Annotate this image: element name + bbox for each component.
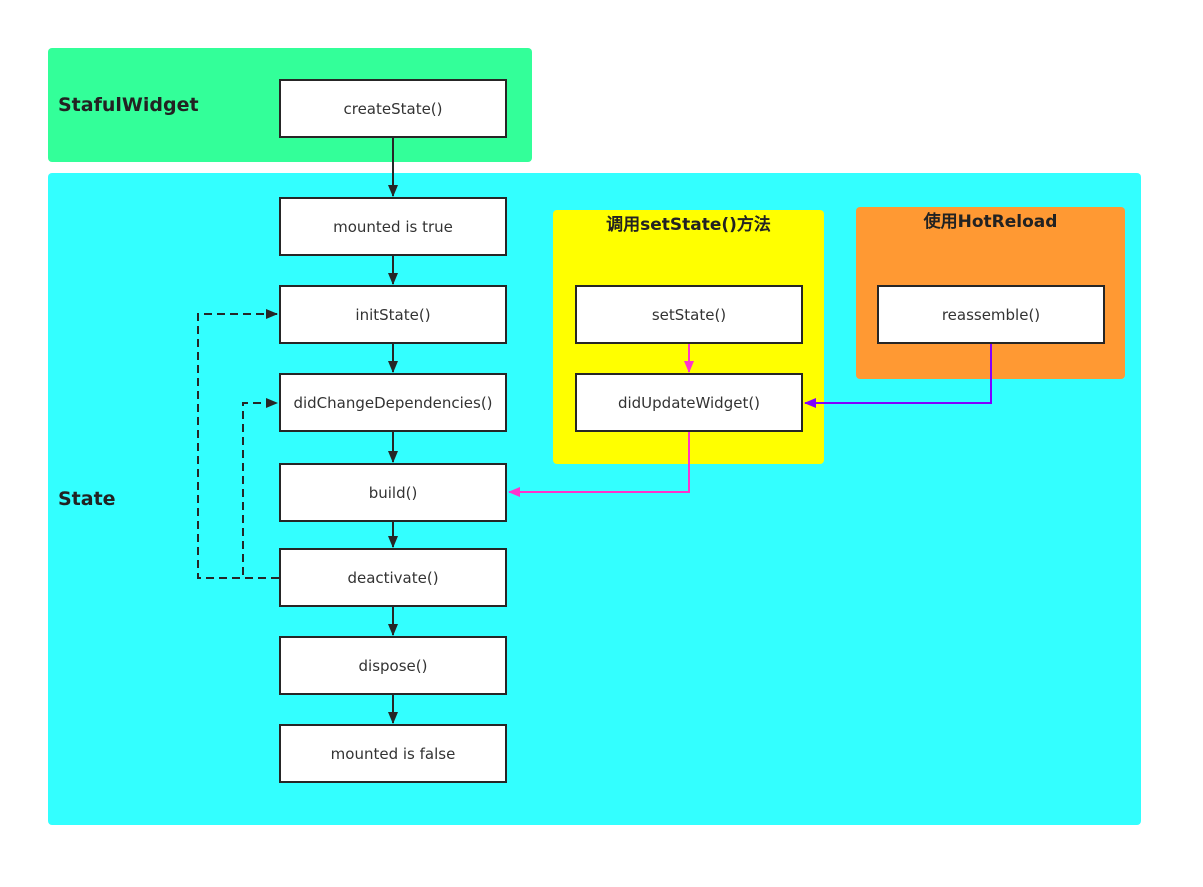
region-label-state: State xyxy=(58,488,116,510)
edge-reassemble-to-didupdate xyxy=(804,344,992,408)
node-mounted-true: mounted is true xyxy=(279,197,507,256)
edge-deactivate-to-initstate xyxy=(197,309,279,579)
region-label-setstate: 调用setState()方法 xyxy=(606,215,771,235)
node-dispose: dispose() xyxy=(279,636,507,695)
node-set-state: setState() xyxy=(575,285,803,344)
region-label-stateful-widget: StafulWidget xyxy=(58,94,199,116)
node-did-change-dependencies: didChangeDependencies() xyxy=(279,373,507,432)
node-build: build() xyxy=(279,463,507,522)
node-mounted-false: mounted is false xyxy=(279,724,507,783)
node-deactivate: deactivate() xyxy=(279,548,507,607)
node-did-update-widget: didUpdateWidget() xyxy=(575,373,803,432)
region-label-hotreload: 使用HotReload xyxy=(923,212,1058,232)
node-reassemble: reassemble() xyxy=(877,285,1105,344)
edge-didupdate-to-build xyxy=(508,432,690,497)
node-init-state: initState() xyxy=(279,285,507,344)
edge-deactivate-to-didchange xyxy=(242,398,279,579)
node-create-state: createState() xyxy=(279,79,507,138)
